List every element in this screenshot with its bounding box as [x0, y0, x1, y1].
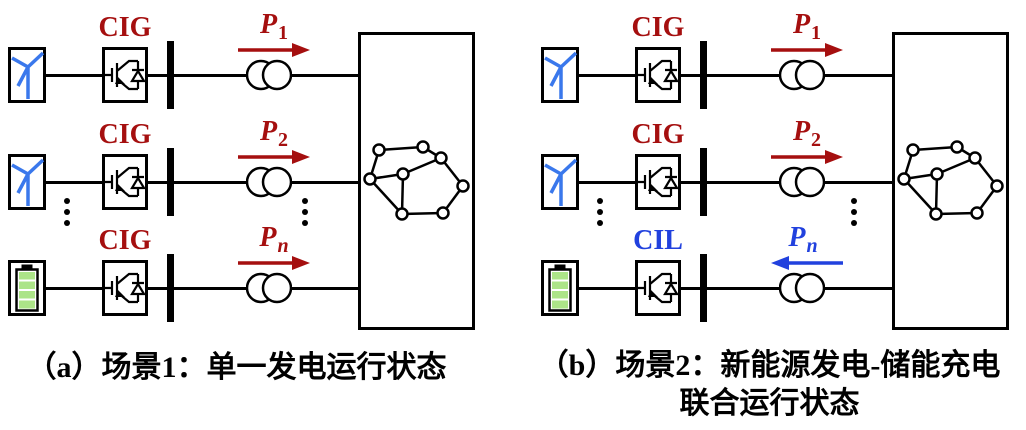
converter-icon — [635, 260, 681, 316]
busbar — [167, 41, 174, 109]
busbar — [167, 148, 174, 216]
power-subscript: 2 — [811, 129, 822, 151]
converter-icon — [102, 260, 148, 316]
power-subscript: 1 — [811, 22, 822, 44]
wind-turbine-icon — [8, 154, 46, 210]
power-subscript: n — [806, 235, 818, 257]
power-symbol: P — [788, 222, 806, 253]
power-flow-arrow-right — [238, 256, 310, 270]
wind-turbine-icon — [541, 47, 579, 103]
connection-wire — [577, 74, 892, 77]
vertical-ellipsis — [597, 198, 603, 226]
busbar — [167, 254, 174, 322]
power-grid-network — [358, 32, 475, 330]
power-symbol: P — [259, 222, 277, 253]
busbar — [700, 254, 707, 322]
power-flow-label: P2 — [237, 116, 311, 152]
power-flow-label: Pn — [766, 222, 840, 258]
converter-icon — [102, 154, 148, 210]
vertical-ellipsis — [302, 198, 308, 226]
busbar — [700, 148, 707, 216]
vertical-ellipsis — [64, 198, 70, 226]
converter-label: CIL — [633, 225, 683, 256]
connection-wire — [44, 181, 358, 184]
caption-line: （a）场景1：单一发电运行状态 — [26, 351, 447, 384]
power-flow-label: P1 — [770, 9, 844, 45]
wind-turbine-icon — [541, 154, 579, 210]
converter-icon — [635, 47, 681, 103]
transformer-icon — [779, 59, 825, 91]
transformer-icon — [779, 166, 825, 198]
converter-icon — [102, 47, 148, 103]
power-flow-arrow-right — [771, 150, 843, 164]
connection-wire — [577, 181, 892, 184]
vertical-ellipsis — [851, 198, 857, 226]
battery-icon — [541, 260, 579, 316]
caption-line: 联合运行状态 — [679, 387, 860, 420]
power-symbol: P — [792, 116, 811, 147]
caption-b: （b）场景2：新能源发电-储能充电 联合运行状态 — [513, 347, 1026, 423]
power-flow-label: P2 — [770, 116, 844, 152]
power-subscript: n — [277, 235, 289, 257]
converter-icon — [635, 154, 681, 210]
power-grid-network — [892, 32, 1009, 330]
transformer-icon — [246, 59, 292, 91]
transformer-icon — [779, 272, 825, 304]
power-flow-arrow-right — [771, 43, 843, 57]
converter-label: CIG — [631, 119, 685, 150]
converter-label: CIG — [98, 119, 152, 150]
busbar — [700, 41, 707, 109]
power-flow-arrow-left — [771, 256, 843, 270]
power-symbol: P — [792, 9, 811, 40]
power-flow-label: Pn — [237, 222, 311, 258]
power-subscript: 1 — [278, 22, 289, 44]
transformer-icon — [246, 166, 292, 198]
connection-wire — [44, 74, 358, 77]
power-subscript: 2 — [278, 129, 289, 151]
power-flow-arrow-right — [238, 43, 310, 57]
connection-wire — [577, 287, 892, 290]
converter-label: CIG — [98, 12, 152, 43]
wind-turbine-icon — [8, 47, 46, 103]
power-flow-label: P1 — [237, 9, 311, 45]
caption-a: （a）场景1：单一发电运行状态 — [0, 349, 473, 387]
power-symbol: P — [259, 9, 278, 40]
power-flow-arrow-right — [238, 150, 310, 164]
power-symbol: P — [259, 116, 278, 147]
converter-label: CIG — [631, 12, 685, 43]
converter-label: CIG — [98, 225, 152, 256]
transformer-icon — [246, 272, 292, 304]
connection-wire — [44, 287, 358, 290]
caption-line: （b）场景2：新能源发电-储能充电 — [538, 349, 1001, 382]
battery-icon — [8, 260, 46, 316]
